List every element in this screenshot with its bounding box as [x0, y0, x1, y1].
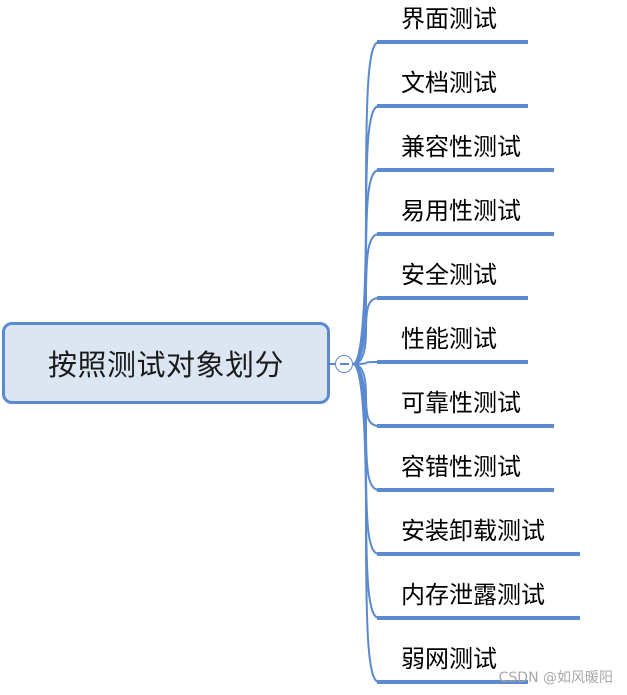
branch-node[interactable]: 界面测试 [377, 0, 528, 44]
branch-label: 可靠性测试 [401, 389, 521, 417]
branch-node[interactable]: 易用性测试 [377, 192, 554, 236]
branch-label: 安装卸载测试 [401, 517, 545, 545]
branch-label: 容错性测试 [401, 453, 521, 481]
root-node[interactable]: 按照测试对象划分 [2, 322, 330, 404]
branch-label: 易用性测试 [401, 197, 521, 225]
watermark: CSDN @如风暖阳 [498, 670, 613, 686]
branch-node[interactable]: 容错性测试 [377, 448, 554, 492]
root-node-label: 按照测试对象划分 [47, 348, 284, 382]
branch-label: 界面测试 [401, 5, 497, 33]
branch-label: 兼容性测试 [401, 133, 521, 161]
collapse-toggle-icon[interactable] [335, 355, 353, 373]
branch-node[interactable]: 兼容性测试 [377, 128, 554, 172]
branch-node[interactable]: 安全测试 [377, 256, 528, 300]
branch-node[interactable]: 弱网测试 [377, 640, 528, 684]
branch-connector-line [352, 363, 380, 427]
branch-label: 性能测试 [401, 325, 497, 353]
branch-node[interactable]: 内存泄露测试 [377, 576, 580, 620]
branch-node[interactable]: 安装卸载测试 [377, 512, 580, 556]
branch-node[interactable]: 文档测试 [377, 64, 528, 108]
branch-connector-line [352, 297, 380, 365]
branch-node[interactable]: 可靠性测试 [377, 384, 554, 428]
branch-connector-line [352, 363, 380, 683]
branch-connector-line [352, 233, 380, 365]
branch-label: 弱网测试 [401, 645, 497, 673]
branch-label: 安全测试 [401, 261, 497, 289]
branch-connector-line [352, 361, 380, 365]
branch-node[interactable]: 性能测试 [377, 320, 528, 364]
branch-label: 内存泄露测试 [401, 581, 545, 609]
branch-label: 文档测试 [401, 69, 497, 97]
